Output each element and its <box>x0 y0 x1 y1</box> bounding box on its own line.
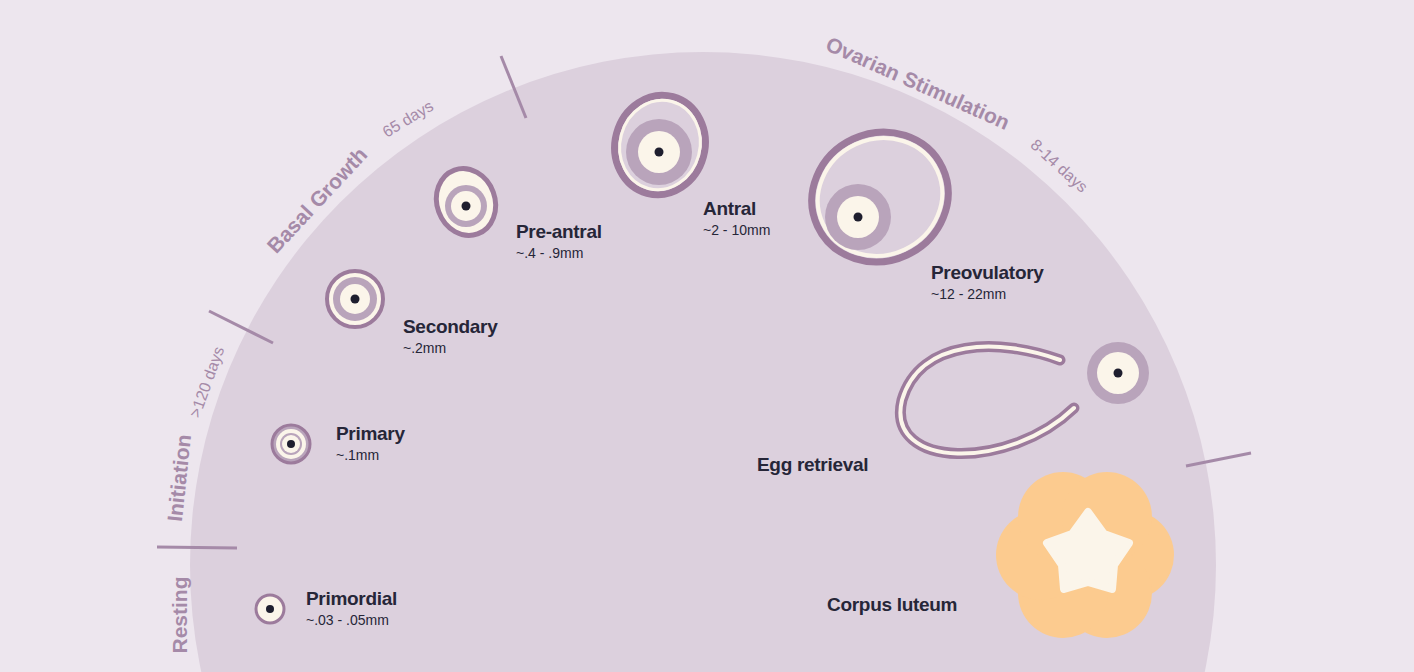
follicle-ring <box>280 433 302 455</box>
collapsed-follicle <box>900 347 1074 454</box>
antral-follicle <box>604 85 717 205</box>
oocyte <box>837 196 879 238</box>
corpus-luteum <box>996 472 1174 638</box>
ovary-region <box>190 52 1216 672</box>
phase-tick <box>157 547 237 548</box>
stage-name: Antral <box>703 199 756 220</box>
oocyte <box>282 435 300 453</box>
follicle-wall <box>604 85 717 205</box>
secondary-follicle <box>327 271 383 327</box>
nucleus-dot <box>655 148 664 157</box>
follicle-ring <box>825 184 891 250</box>
phase-tick <box>501 56 526 118</box>
follicle-ring <box>445 185 487 227</box>
size-range: ~.2mm <box>403 341 446 356</box>
nucleus-dot <box>1114 369 1123 378</box>
stage-name: Corpus luteum <box>827 595 957 616</box>
stage-name: Preovulatory <box>931 263 1044 284</box>
size-range: ~.4 - .9mm <box>516 246 583 261</box>
stage-name: Pre-antral <box>516 222 602 243</box>
follicle-wall <box>427 160 505 244</box>
follicle-ring <box>626 119 692 185</box>
size-range: ~.03 - .05mm <box>306 613 389 628</box>
phase-label: Initiation <box>163 433 195 522</box>
retrieved-follicle <box>900 342 1149 454</box>
primordial-follicle <box>256 595 284 623</box>
preovulatory-follicle <box>790 110 969 284</box>
nucleus-dot <box>351 295 360 304</box>
phase-label: Resting <box>168 576 191 653</box>
stage-name: Secondary <box>403 317 497 338</box>
follicle-wall <box>798 118 961 276</box>
oocyte <box>638 131 680 173</box>
primary-follicle <box>272 425 310 463</box>
follicle-wall <box>790 110 969 284</box>
follicle-ring <box>272 425 310 463</box>
phase-tick <box>209 311 273 343</box>
size-range: ~12 - 22mm <box>931 287 1006 302</box>
preantral-follicle <box>427 160 505 244</box>
size-range: ~.1mm <box>336 448 379 463</box>
stage-name: Primordial <box>306 589 397 610</box>
follicle-ring <box>276 429 306 459</box>
nucleus-dot <box>266 605 274 613</box>
size-range: ~2 - 10mm <box>703 223 770 238</box>
oocyte <box>451 191 481 221</box>
oocyte <box>340 284 370 314</box>
follicle-ring <box>256 595 284 623</box>
egg <box>1097 352 1139 394</box>
phase-ticks <box>157 56 1251 548</box>
nucleus-dot <box>462 202 471 211</box>
follicle-wall <box>610 91 711 199</box>
follicle-ring <box>327 271 383 327</box>
nucleus-dot <box>854 213 863 222</box>
stage-name: Primary <box>336 424 405 445</box>
stage-name: Egg retrieval <box>757 455 868 476</box>
luteum-core <box>1047 512 1129 589</box>
collapsed-follicle <box>900 347 1074 454</box>
follicle-ring <box>333 277 377 321</box>
nucleus-dot <box>287 440 295 448</box>
phase-tick <box>1186 453 1251 466</box>
egg-ring <box>1087 342 1149 404</box>
